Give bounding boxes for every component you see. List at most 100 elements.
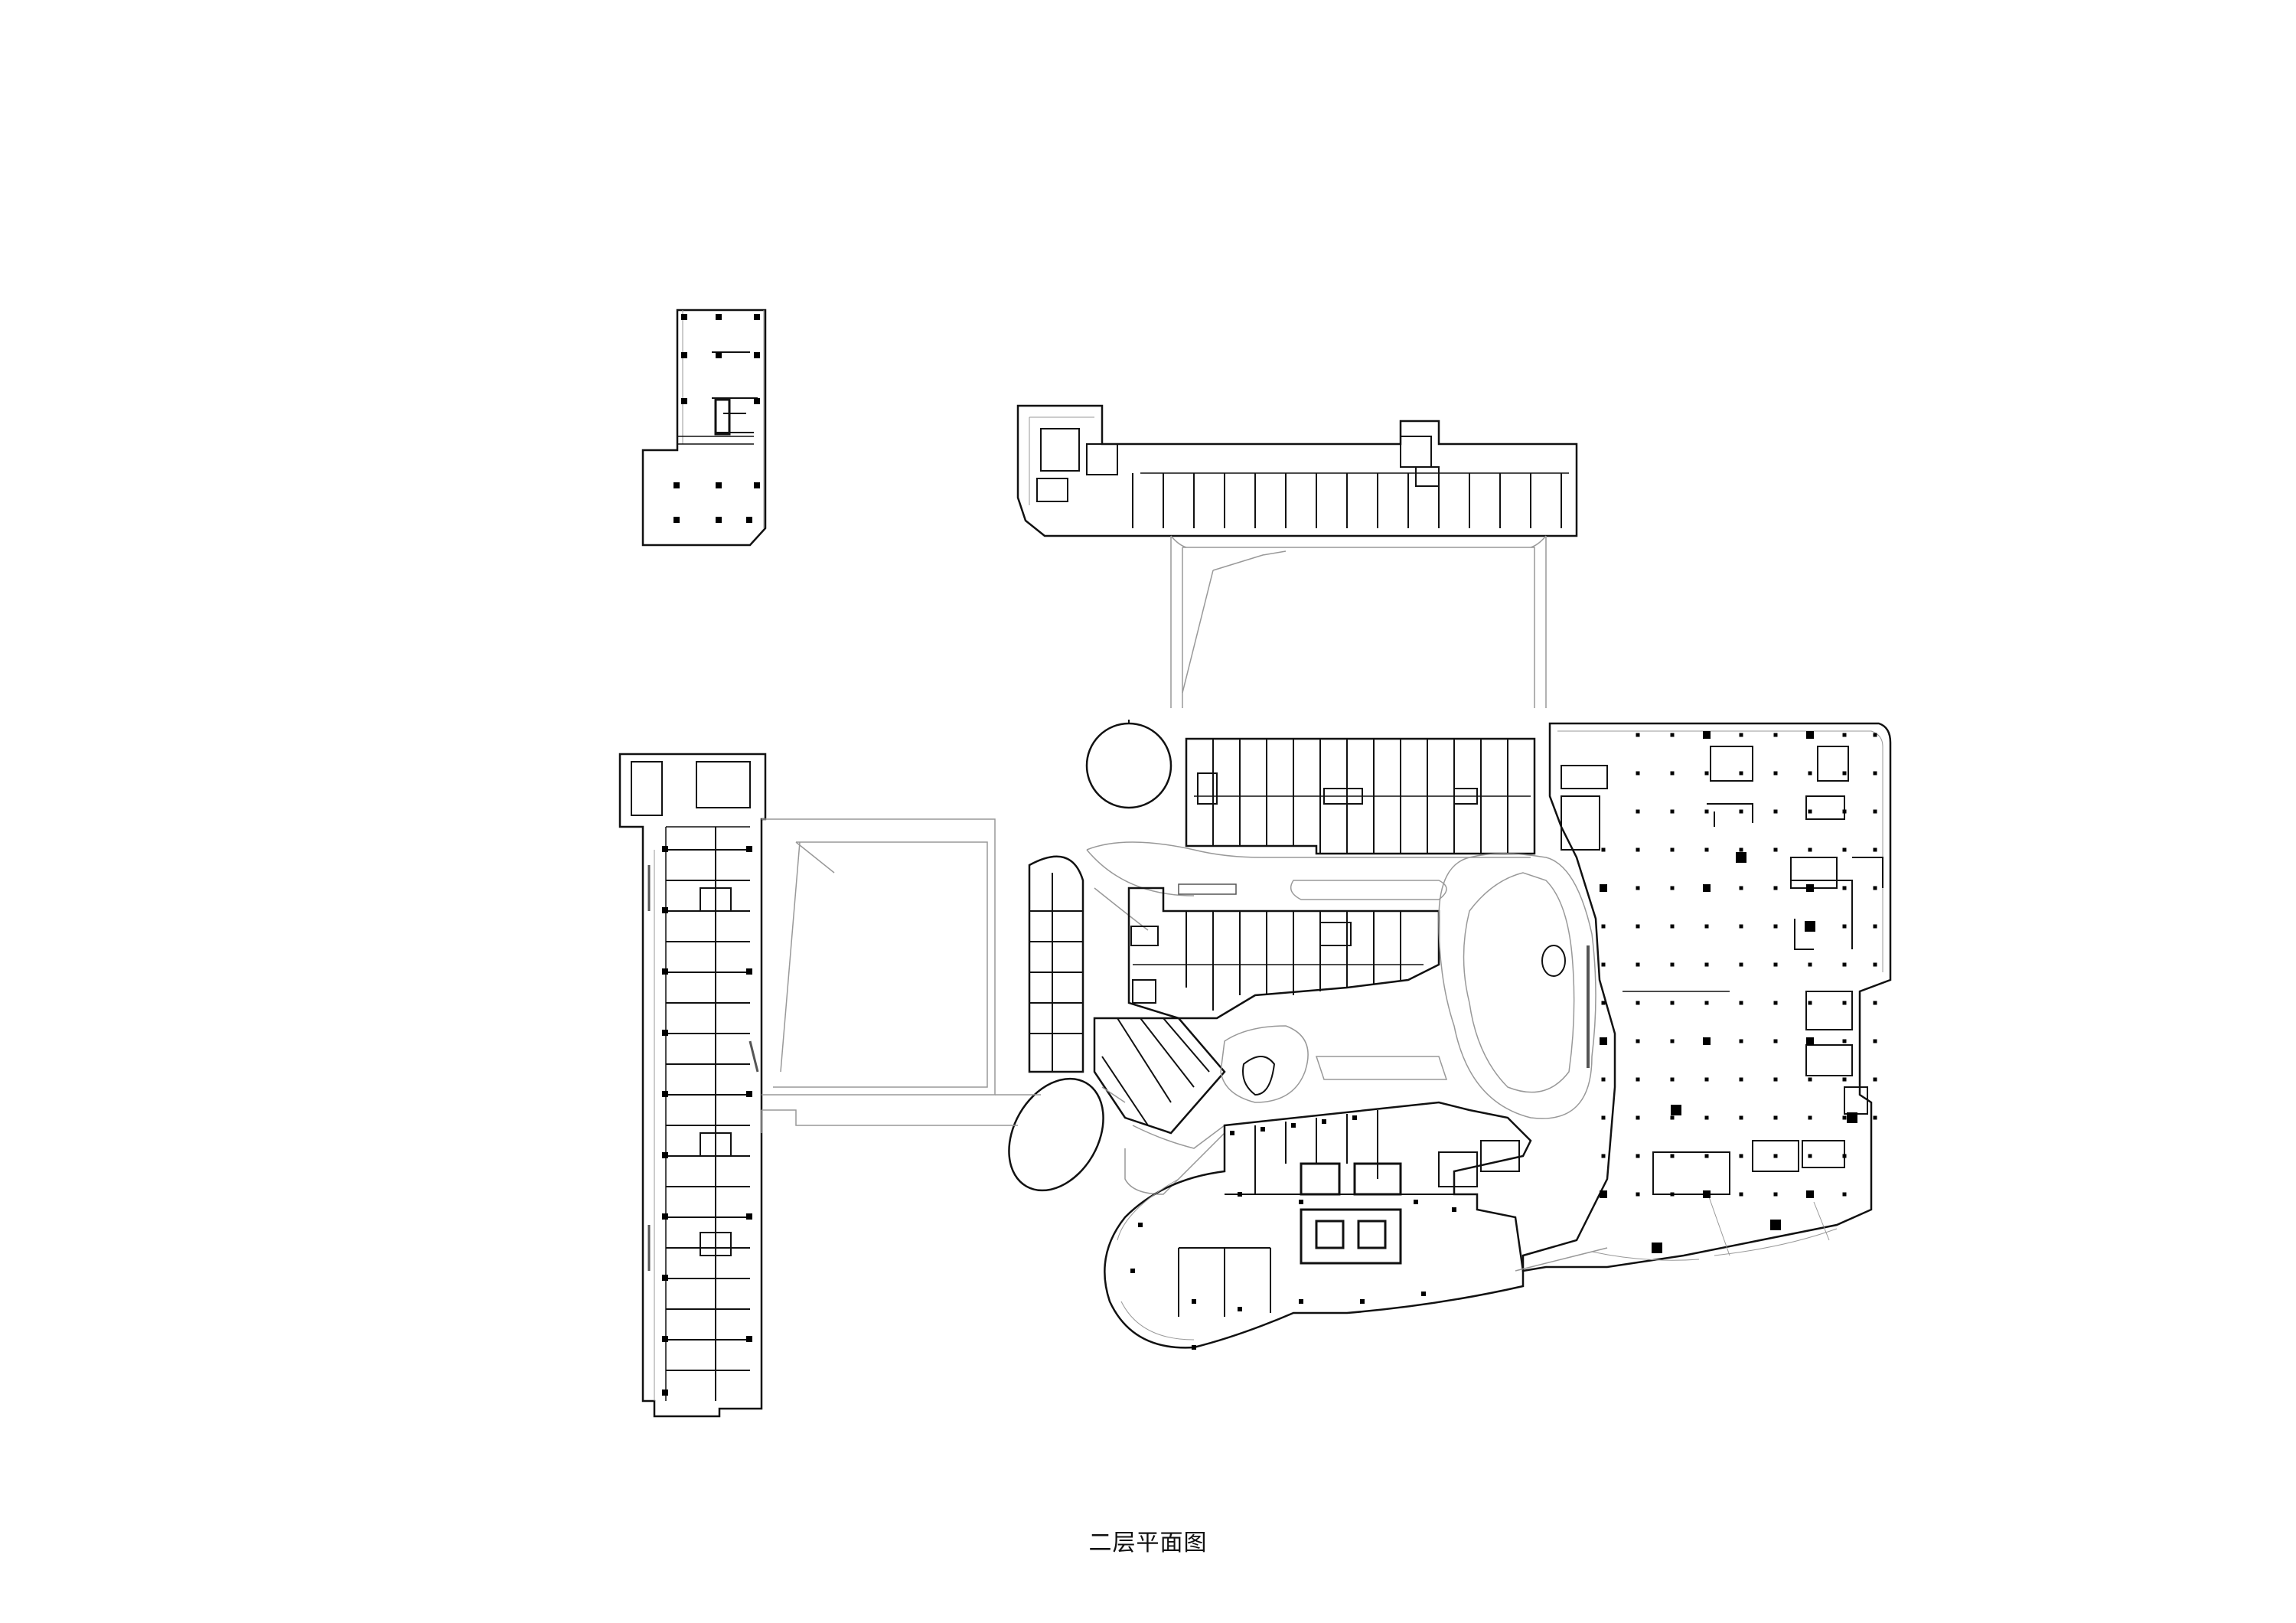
structural-column [1773,924,1778,929]
structural-column [1636,847,1640,852]
structural-column [1873,1115,1877,1120]
structural-column [1670,809,1675,814]
structural-column [1739,1077,1743,1082]
structural-column [1360,1299,1365,1304]
structural-column [1773,1115,1778,1120]
structural-column [1739,1039,1743,1043]
structural-column [1773,809,1778,814]
structural-column [1704,1077,1709,1082]
structural-column [1739,962,1743,967]
structural-column [1636,1001,1640,1005]
building-east-anchor [1521,722,1892,1272]
structural-column [1873,847,1877,852]
structural-column [1704,962,1709,967]
structural-column [1873,1077,1877,1082]
columns-northwest [673,314,760,523]
structural-column [1670,1154,1675,1158]
structural-column [1703,1190,1711,1198]
structural-column [1670,733,1675,737]
structural-column [1670,771,1675,776]
structural-column [1739,847,1743,852]
structural-column [1805,921,1815,932]
structural-column [1773,962,1778,967]
structural-column [1670,847,1675,852]
structural-column [1739,1001,1743,1005]
structural-column [1138,1223,1143,1227]
structural-column [1421,1292,1426,1296]
structural-column [1806,731,1814,739]
structural-column [1806,884,1814,892]
structural-column [1808,847,1812,852]
structural-column [1842,886,1847,890]
central-shops-south-row [1127,887,1440,1020]
structural-column [1670,1001,1675,1005]
structural-column [1452,1207,1456,1212]
structural-column [1414,1200,1418,1204]
structural-column [1704,809,1709,814]
structural-column [1352,1115,1357,1120]
structural-column [1739,924,1743,929]
columns-east-anchor [1600,731,1877,1253]
structural-column [1808,962,1812,967]
structural-column [1322,1119,1326,1124]
structural-column [1739,733,1743,737]
structural-column [1808,809,1812,814]
central-radial-shops [1093,1017,1226,1135]
structural-column [1808,1001,1812,1005]
structural-column [1636,809,1640,814]
structural-column [1739,886,1743,890]
structural-column [1773,1001,1778,1005]
structural-column [1808,771,1812,776]
structural-column [1842,1192,1847,1197]
structural-column [1842,1115,1847,1120]
structural-column [1773,771,1778,776]
structural-column [1670,1077,1675,1082]
building-southeast-block [1104,1101,1532,1349]
structural-column [1670,962,1675,967]
oval-pavilion-southwest [1008,1077,1104,1192]
structural-column [1130,1269,1135,1273]
structural-column [1736,852,1746,863]
structural-column [1601,962,1606,967]
structural-column [1704,847,1709,852]
structural-column [1873,733,1877,737]
structural-column [1703,731,1711,739]
structural-column [1230,1131,1234,1135]
structural-column [1601,924,1606,929]
structural-column [1600,1190,1607,1198]
structural-column [1873,924,1877,929]
structural-column [1873,886,1877,890]
structural-column [1652,1243,1662,1253]
structural-column [1192,1345,1196,1350]
structural-column [1704,1154,1709,1158]
west-building-partitions [666,827,750,1401]
structural-column [1636,1077,1640,1082]
structural-column [1636,886,1640,890]
structural-column [1299,1200,1303,1204]
structural-column [1842,924,1847,929]
structural-column [1808,1077,1812,1082]
structural-column [1842,733,1847,737]
structural-column [1739,1192,1743,1197]
structural-column [1192,1299,1196,1304]
building-north-shop-strip [1016,404,1578,537]
structural-column [1636,771,1640,776]
structural-column [1773,847,1778,852]
structural-column [1636,962,1640,967]
structural-column [1773,886,1778,890]
structural-column [1873,1001,1877,1005]
structural-column [1670,1115,1675,1120]
structural-column [1808,1154,1812,1158]
structural-column [1842,1039,1847,1043]
columns-west [662,846,752,1396]
structural-column [1806,1190,1814,1198]
structural-column [1739,1154,1743,1158]
structural-column [1670,924,1675,929]
structural-column [1842,962,1847,967]
structural-column [1842,1001,1847,1005]
southwest-walkway [995,1086,1608,1272]
structural-column [1601,1001,1606,1005]
structural-column [1299,1299,1303,1304]
structural-column [1704,1115,1709,1120]
structural-column [1842,771,1847,776]
